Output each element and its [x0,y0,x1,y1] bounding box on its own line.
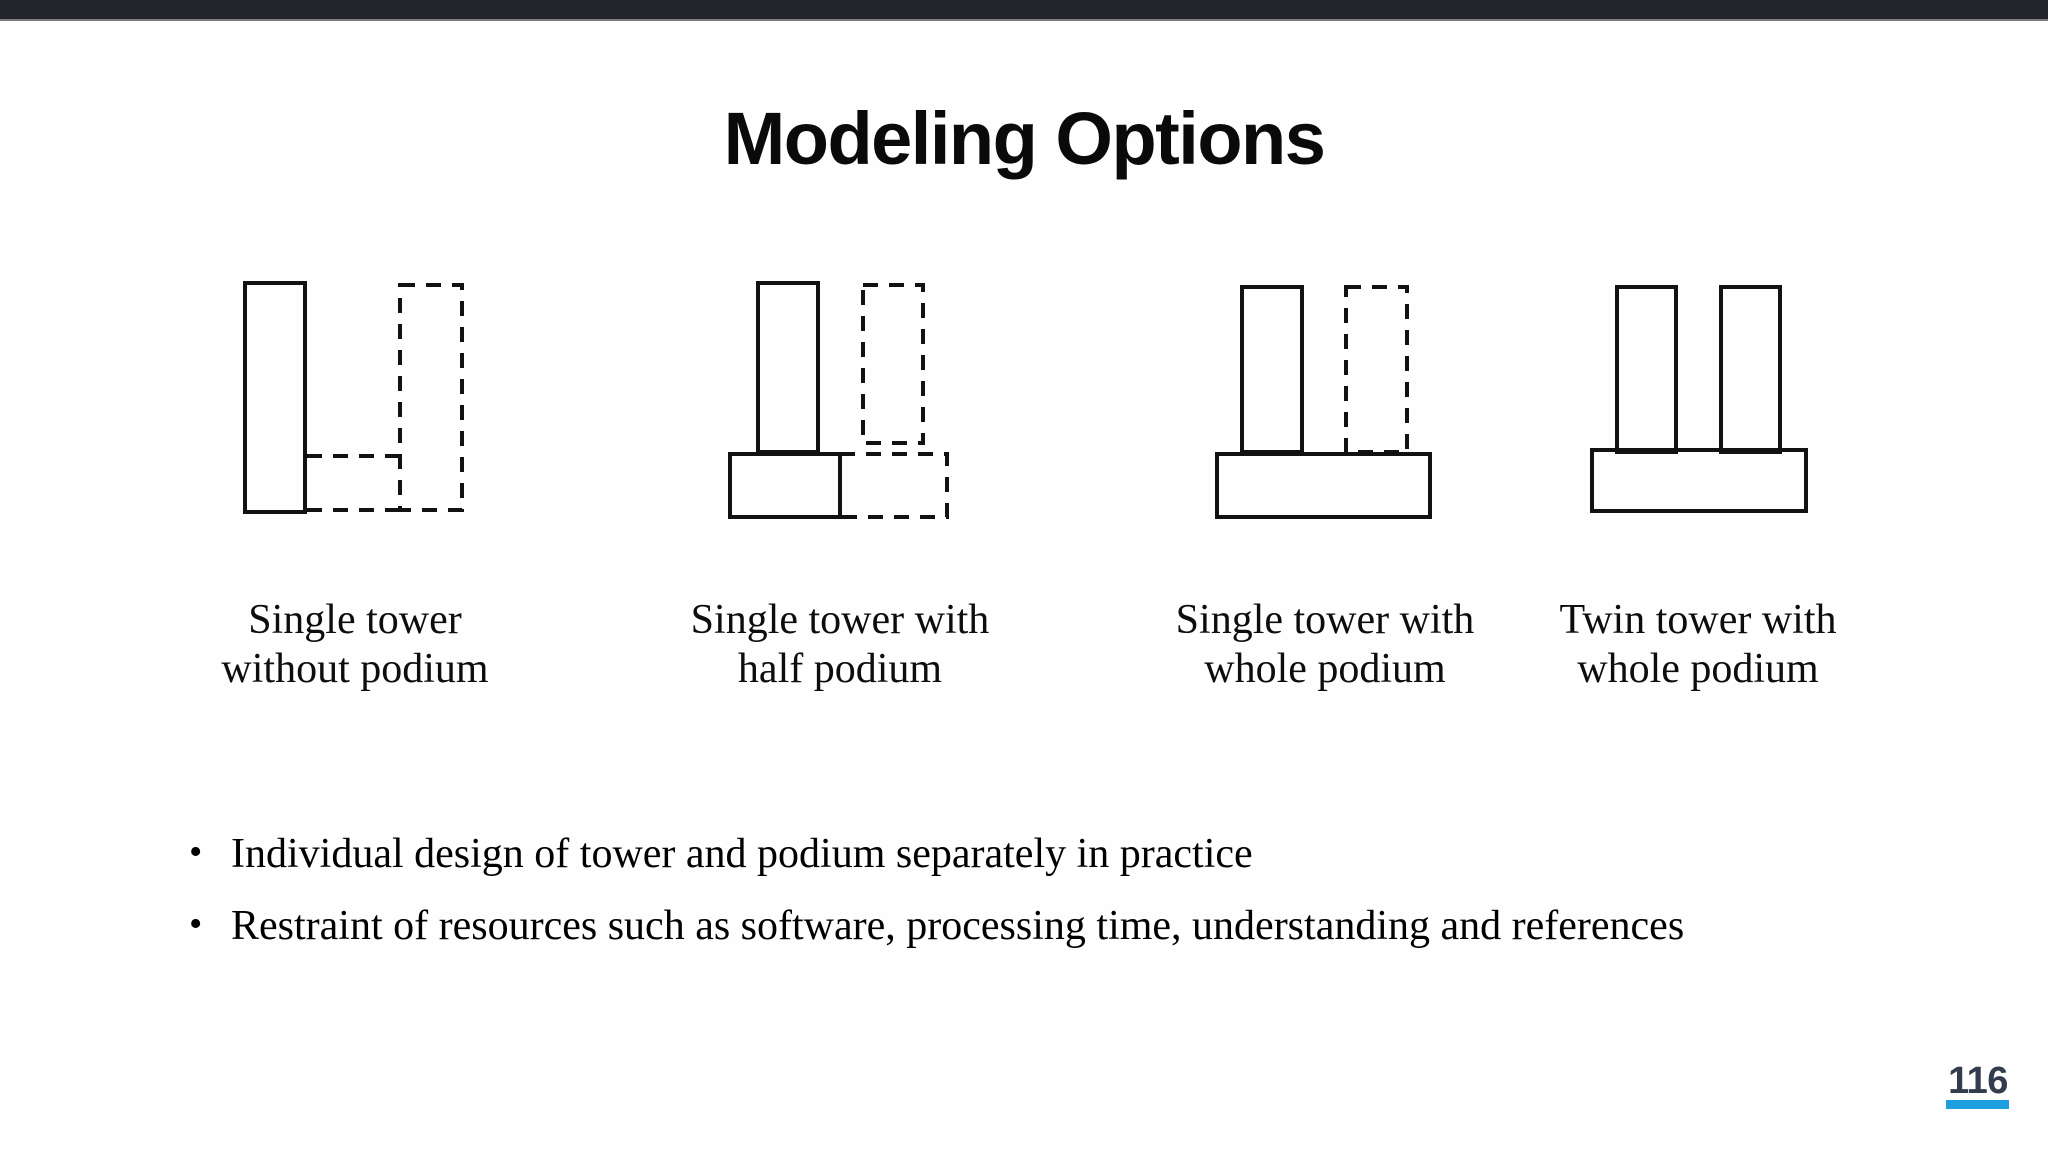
diagram-single-tower-whole-podium [1205,278,1445,523]
window-top-bar [0,0,2048,21]
diagram-label-twin-tower-whole-podium: Twin tower with whole podium [1518,596,1878,694]
dashed-half-podium-shape [838,452,949,519]
bullet-item: Restraint of resources such as software,… [189,903,1981,947]
diagram-single-tower-half-podium [720,278,960,523]
page-number-underline [1946,1100,2009,1109]
tower-podium-schematic [243,281,464,514]
solid-tower-left-shape [1615,285,1678,454]
diagram-single-tower-without-podium [230,278,470,518]
diagram-label-single-tower-without-podium: Single tower without podium [175,596,535,694]
bullet-list: Individual design of tower and podium se… [185,831,1981,977]
label-line-1: Twin tower with [1559,597,1837,643]
label-line-2: half podium [737,646,943,692]
tower-podium-schematic [728,281,949,519]
dashed-tower-shape [398,283,464,512]
diagram-label-single-tower-whole-podium: Single tower with whole podium [1145,596,1505,694]
label-line-2: whole podium [1204,646,1446,692]
solid-half-podium-shape [728,452,842,519]
diagram-twin-tower-whole-podium [1585,278,1815,518]
solid-tower-shape [243,281,307,514]
solid-tower-shape [1240,285,1304,454]
label-line-2: whole podium [1577,646,1819,692]
tower-podium-schematic [1590,285,1808,513]
solid-whole-podium-shape [1215,452,1432,519]
label-line-2: without podium [221,646,489,692]
dashed-tower-shape [1344,285,1409,454]
solid-whole-podium-shape [1590,448,1808,513]
diagram-label-single-tower-half-podium: Single tower with half podium [660,596,1020,694]
solid-tower-shape [756,281,820,454]
page-number: 116 [1948,1060,2008,1102]
tower-podium-schematic [1215,285,1432,519]
bullet-item: Individual design of tower and podium se… [189,831,1981,875]
dashed-tower-shape [861,283,925,445]
slide-title: Modeling Options [723,97,1326,180]
label-line-1: Single tower [248,597,462,643]
solid-tower-right-shape [1719,285,1782,454]
label-line-1: Single tower with [690,597,990,643]
label-line-1: Single tower with [1175,597,1475,643]
